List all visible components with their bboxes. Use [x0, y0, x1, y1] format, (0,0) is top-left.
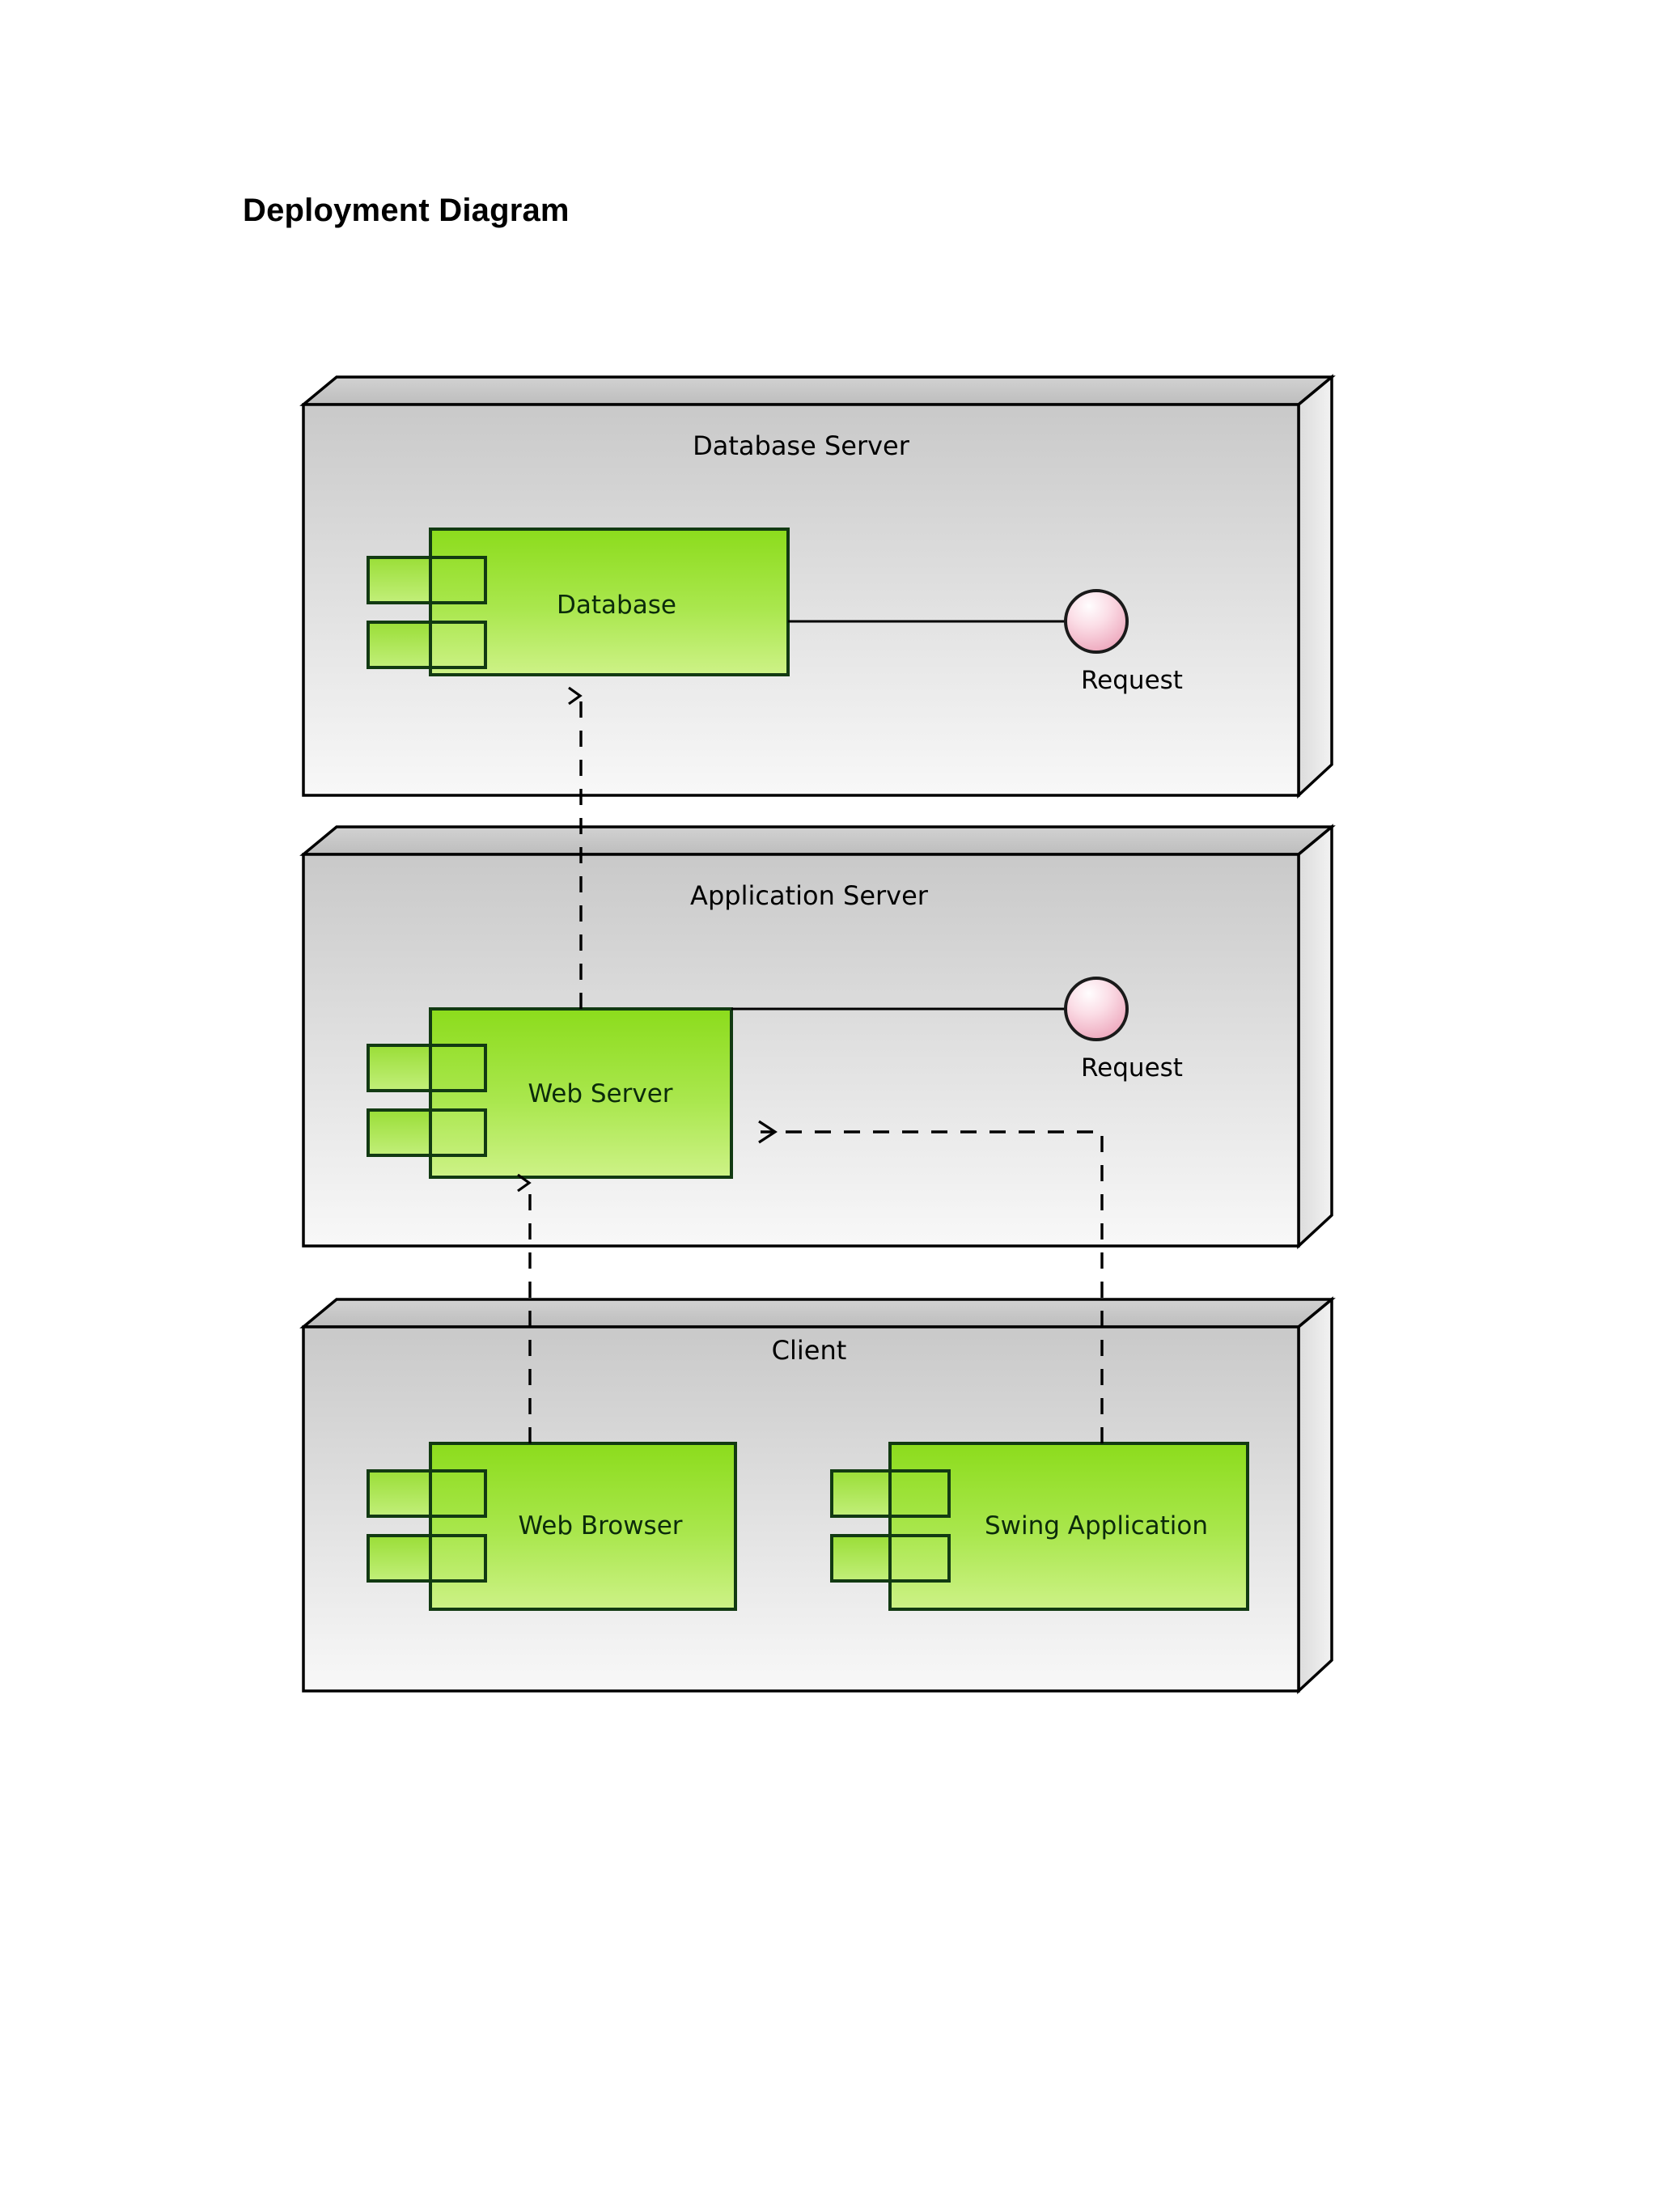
interface-lollipop-circle: [1064, 589, 1129, 654]
node-database-server[interactable]: Database Server Database Request: [299, 374, 1336, 799]
node-title-database-server: Database Server: [693, 430, 910, 461]
component-tab-upper-overlap: [367, 1469, 487, 1518]
node-client[interactable]: Client Web Browser Swing Application: [299, 1296, 1336, 1695]
component-web-browser[interactable]: Web Browser: [367, 1442, 737, 1611]
page-title: Deployment Diagram: [243, 193, 570, 228]
component-body: [429, 528, 790, 676]
node-title-client: Client: [772, 1335, 847, 1366]
node-top-bevel: [299, 375, 1336, 406]
node-right-side: [1297, 824, 1333, 1250]
component-tab-lower-overlap: [830, 1534, 951, 1583]
dependency-swingapp-to-webserver: [758, 1120, 1104, 1443]
interface-lollipop-circle: [1064, 977, 1129, 1041]
component-tab-lower-overlap: [367, 1534, 487, 1583]
component-database[interactable]: Database: [367, 528, 790, 676]
component-swing-application[interactable]: Swing Application: [830, 1442, 1249, 1611]
node-top-bevel: [299, 825, 1336, 856]
node-right-side: [1297, 374, 1333, 799]
component-tab-lower-overlap: [367, 621, 487, 669]
component-label-swing-application: Swing Application: [985, 1511, 1208, 1540]
component-label-web-browser: Web Browser: [518, 1511, 682, 1540]
node-application-server[interactable]: Application Server Web Server Request: [299, 824, 1336, 1250]
component-label-database: Database: [557, 591, 676, 620]
node-title-application-server: Application Server: [690, 880, 929, 911]
node-top-bevel: [299, 1298, 1336, 1328]
interface-label-request: Request: [1081, 1053, 1183, 1083]
interface-label-request: Request: [1081, 666, 1183, 695]
component-tab-lower-overlap: [367, 1108, 487, 1157]
component-label-web-server: Web Server: [528, 1079, 672, 1108]
component-tab-upper-overlap: [830, 1469, 951, 1518]
interface-app-request[interactable]: Request: [731, 977, 1183, 1083]
interface-db-request[interactable]: Request: [788, 589, 1183, 695]
component-tab-upper-overlap: [367, 1044, 487, 1092]
node-right-side: [1297, 1296, 1333, 1695]
component-tab-upper-overlap: [367, 556, 487, 604]
